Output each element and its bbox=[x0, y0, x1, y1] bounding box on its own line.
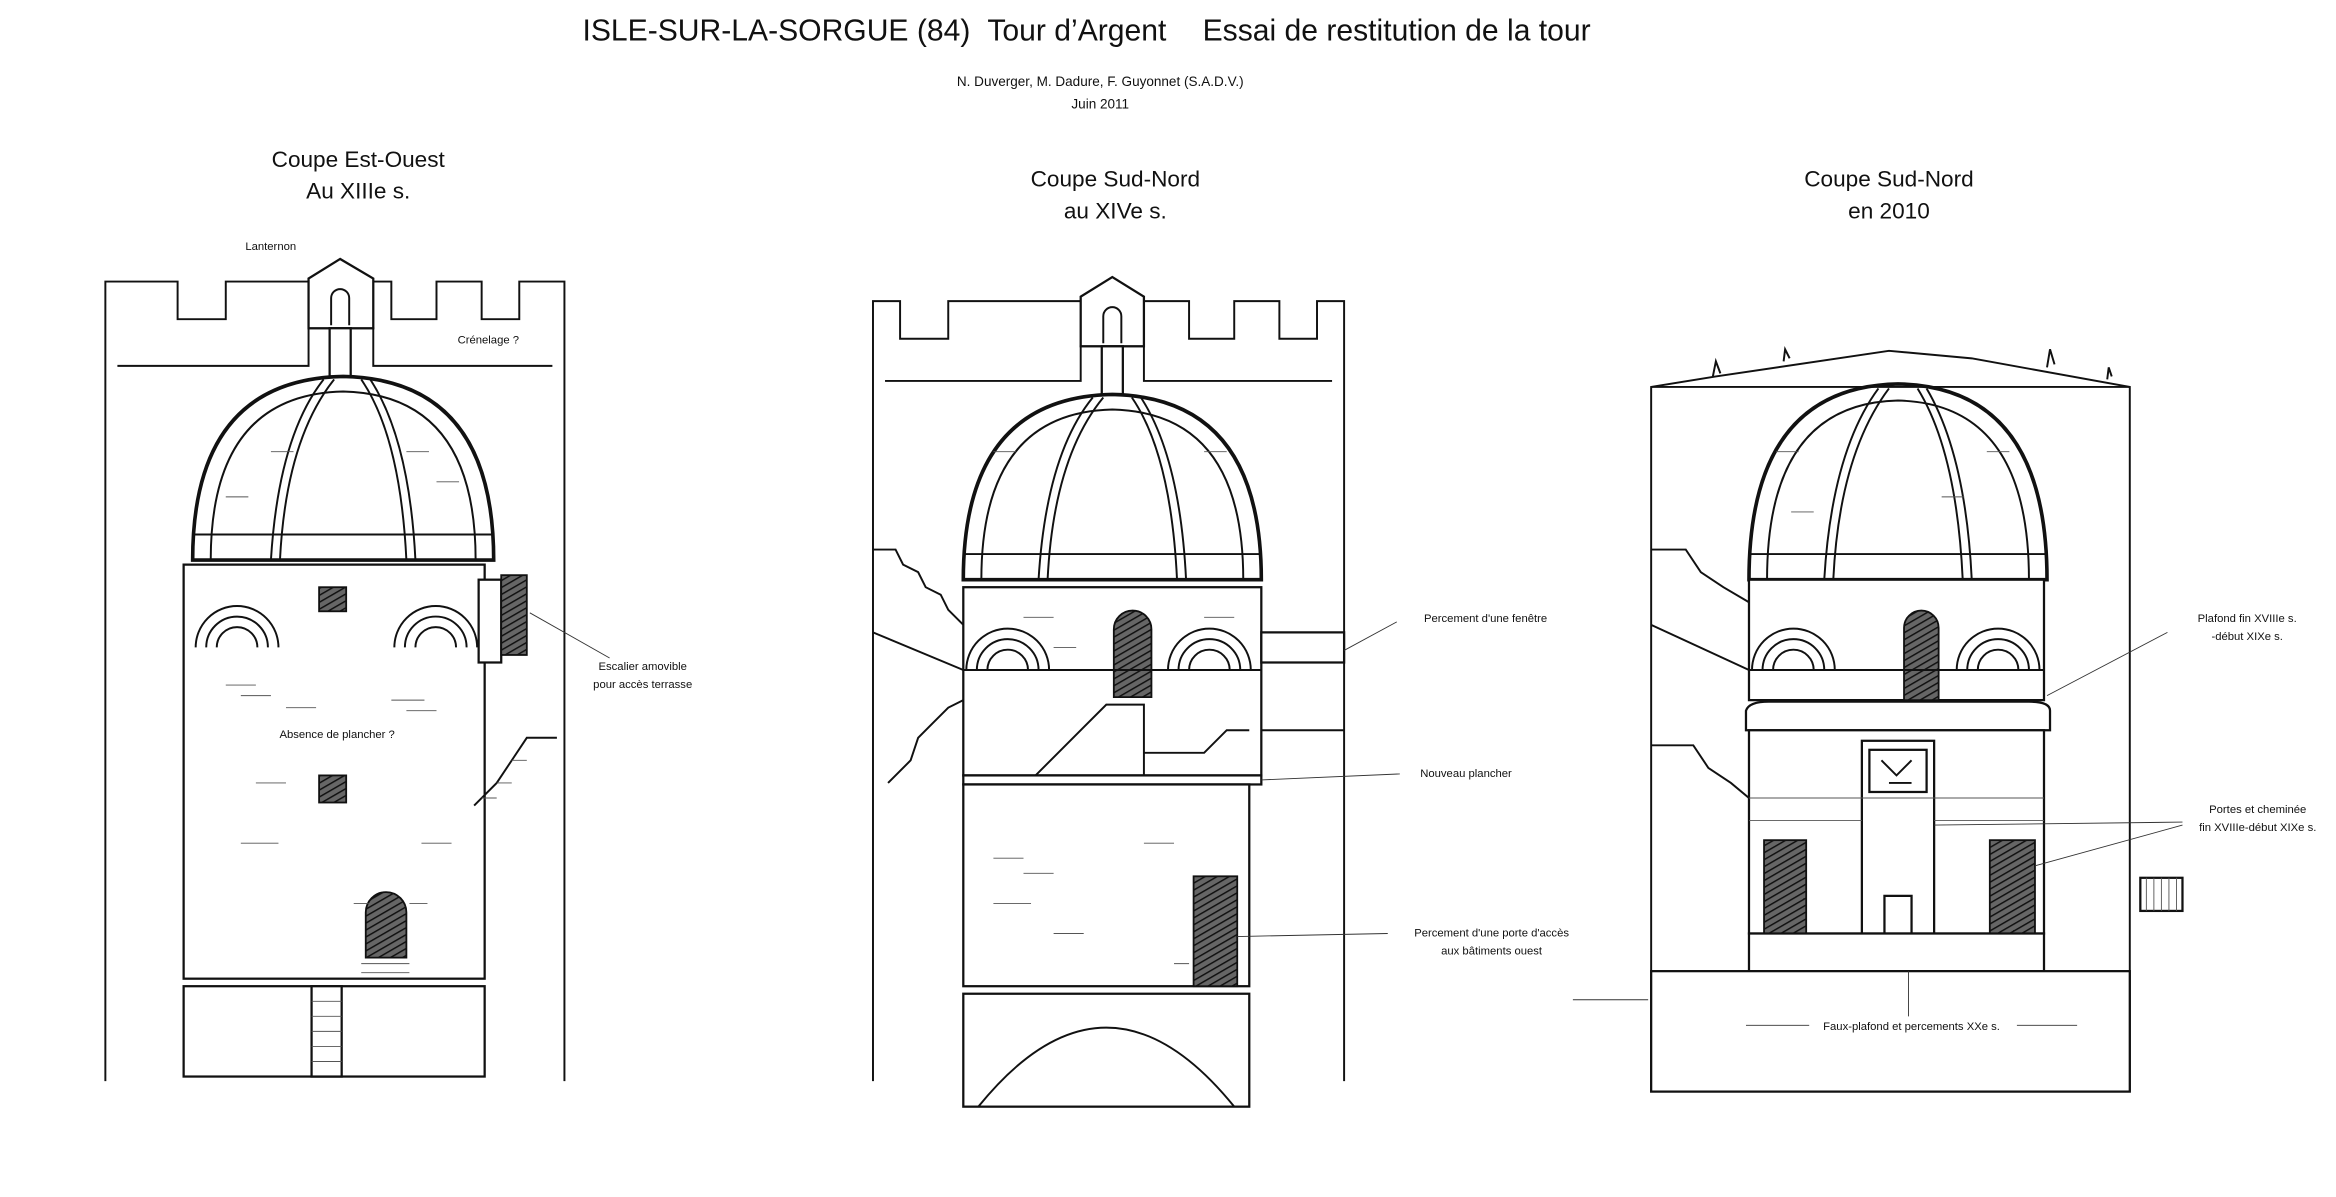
note-nouveau-plancher: Nouveau plancher bbox=[1420, 768, 1512, 780]
section-sud-nord-2010: Coupe Sud-Nord en 2010 bbox=[1572, 167, 2316, 1093]
note-absence-plancher: Absence de plancher ? bbox=[279, 729, 394, 741]
note-portes-cheminee-2: fin XVIIIe-début XIXe s. bbox=[2199, 822, 2316, 834]
authors: N. Duverger, M. Dadure, F. Guyonnet (S.A… bbox=[957, 74, 1244, 89]
note-escalier: Escalier amovible bbox=[599, 661, 687, 673]
note-porte-acces-2: aux bâtiments ouest bbox=[1441, 946, 1543, 958]
section-subheading: Au XIIIe s. bbox=[306, 179, 410, 204]
section-subheading: au XIVe s. bbox=[1064, 198, 1167, 223]
section-sud-nord-xiv: Coupe Sud-Nord au XIVe s. bbox=[872, 167, 1569, 1108]
section-heading: Coupe Est-Ouest bbox=[272, 147, 446, 172]
title-monument: Tour d’Argent bbox=[987, 15, 1167, 48]
section-heading: Coupe Sud-Nord bbox=[1031, 167, 1200, 192]
note-plafond-2: -début XIXe s. bbox=[2211, 631, 2282, 643]
note-portes-cheminee: Portes et cheminée bbox=[2209, 804, 2306, 816]
note-porte-acces: Percement d'une porte d'accès bbox=[1414, 928, 1569, 940]
title-subject: Essai de restitution de la tour bbox=[1203, 15, 1591, 48]
note-crenelage: Crénelage ? bbox=[458, 334, 519, 346]
title-place: ISLE-SUR-LA-SORGUE (84) bbox=[582, 15, 970, 48]
section-heading: Coupe Sud-Nord bbox=[1804, 167, 1973, 192]
note-lanternon: Lanternon bbox=[245, 241, 296, 253]
header: ISLE-SUR-LA-SORGUE (84) Tour d’Argent Es… bbox=[582, 15, 1590, 112]
note-fenetre: Percement d'une fenêtre bbox=[1424, 613, 1547, 625]
note-plafond: Plafond fin XVIIIe s. bbox=[2198, 613, 2297, 625]
note-escalier-2: pour accès terrasse bbox=[593, 679, 692, 691]
tower-drawing bbox=[872, 275, 1346, 1108]
section-est-ouest-xiii: Coupe Est-Ouest Au XIIIe s. bbox=[104, 147, 692, 1082]
section-subheading: en 2010 bbox=[1848, 198, 1930, 223]
date: Juin 2011 bbox=[1071, 96, 1129, 111]
note-faux-plafond: Faux-plafond et percements XXe s. bbox=[1823, 1021, 2000, 1033]
tower-drawing bbox=[104, 257, 566, 1082]
tower-drawing bbox=[1572, 345, 2184, 1093]
